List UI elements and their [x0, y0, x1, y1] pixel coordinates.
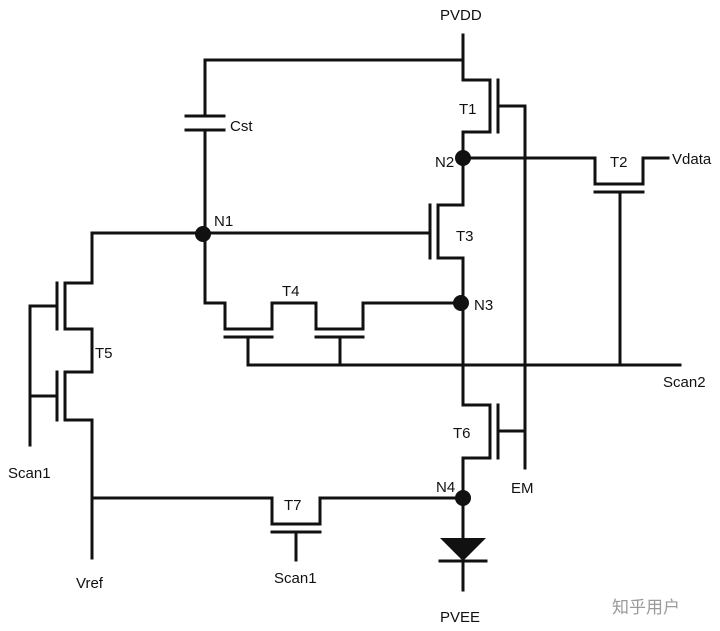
transistor-t7	[90, 496, 465, 562]
label-pvee: PVEE	[440, 609, 480, 626]
transistor-t2	[461, 156, 670, 367]
label-t6: T6	[453, 425, 471, 442]
transistor-t1	[461, 78, 527, 207]
pvdd-rail	[203, 33, 465, 82]
n1-net	[90, 231, 432, 305]
label-n2: N2	[435, 154, 454, 171]
label-vref: Vref	[76, 575, 104, 592]
label-scan1-left: Scan1	[8, 465, 51, 482]
node-dot-n1	[195, 226, 211, 242]
label-scan1-bottom: Scan1	[274, 570, 317, 587]
label-n4: N4	[436, 479, 455, 496]
label-t7: T7	[284, 497, 302, 514]
transistor-t4	[223, 301, 465, 367]
watermark-text: 知乎用户	[612, 598, 680, 618]
label-vdata: Vdata	[672, 151, 712, 168]
label-n1: N1	[214, 213, 233, 230]
capacitor-cst	[184, 58, 226, 235]
transistor-t3	[428, 203, 465, 407]
label-t3: T3	[456, 228, 474, 245]
label-t4: T4	[282, 283, 300, 300]
label-pvdd: PVDD	[440, 7, 482, 24]
node-dot-n4	[455, 490, 471, 506]
label-n3: N3	[474, 297, 493, 314]
transistor-t6	[461, 403, 527, 540]
label-scan2: Scan2	[663, 374, 706, 391]
oled-diode	[438, 538, 488, 592]
node-dot-n3	[453, 295, 469, 311]
label-t2: T2	[610, 154, 628, 171]
label-t5: T5	[95, 345, 113, 362]
transistor-t5	[28, 231, 94, 447]
label-cst: Cst	[230, 118, 253, 135]
node-dot-n2	[455, 150, 471, 166]
label-t1: T1	[459, 101, 477, 118]
label-em: EM	[511, 480, 534, 497]
